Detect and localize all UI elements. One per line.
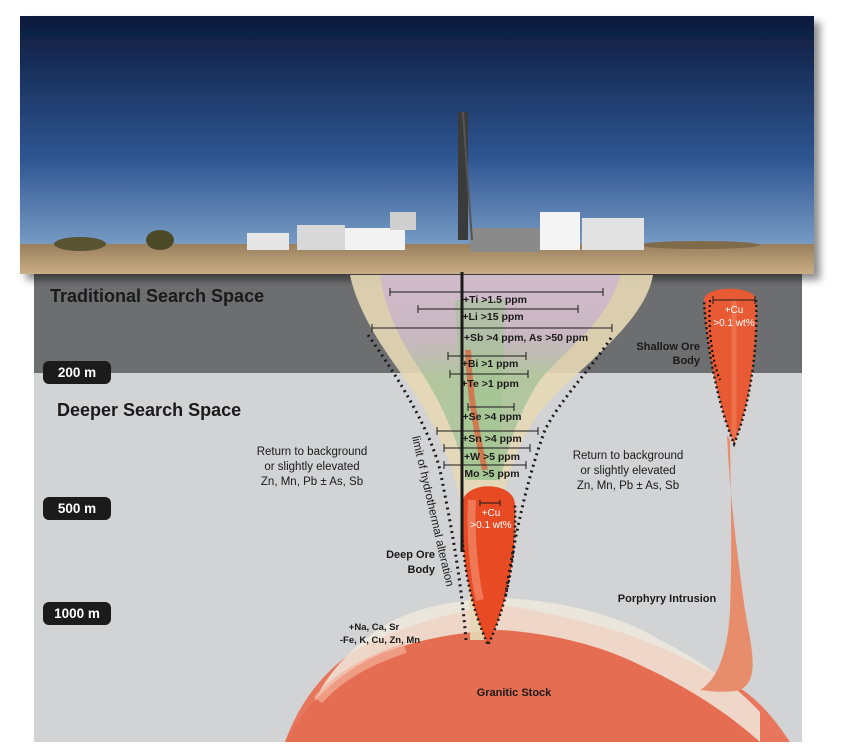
shallow-ore-body xyxy=(704,288,757,444)
anomaly-te: +Te >1 ppm xyxy=(461,378,519,390)
drill-rig-photo xyxy=(20,16,814,274)
anomaly-sb-as: +Sb >4 ppm, As >50 ppm xyxy=(464,332,588,344)
deeper-search-space: Deeper Search Space xyxy=(57,400,241,420)
bg-right-1: Return to background xyxy=(573,450,684,462)
anomaly-ti: +Ti >1.5 ppm xyxy=(463,294,527,306)
anomaly-mo: Mo >5 ppm xyxy=(464,468,519,480)
shallow-ore-label-1: Shallow Ore xyxy=(636,341,700,353)
deep-cu-label: +Cu xyxy=(482,508,501,519)
depth-tag-200: 200 m xyxy=(43,361,111,384)
halo-loss: -Fe, K, Cu, Zn, Mn xyxy=(340,635,420,646)
shallow-ore-label-2: Body xyxy=(673,355,701,367)
porphyry-intrusion xyxy=(700,435,753,692)
stock-core xyxy=(285,630,760,742)
stock-label: Granitic Stock xyxy=(477,687,552,699)
stock-edge xyxy=(314,643,407,704)
anomaly-bars xyxy=(371,288,756,506)
depth-tag-1000: 1000 m xyxy=(43,602,111,625)
bg-left-1: Return to background xyxy=(257,446,368,458)
porphyry-label: Porphyry Intrusion xyxy=(618,593,717,605)
halo-gain: +Na, Ca, Sr xyxy=(349,622,400,633)
anomaly-w: +W >5 ppm xyxy=(464,451,520,463)
anomaly-se: +Se >4 ppm xyxy=(463,411,522,423)
shallow-cu-grade: >0.1 wt% xyxy=(713,318,755,329)
svg-text:200 m: 200 m xyxy=(58,365,96,380)
shallow-cu-label: +Cu xyxy=(725,305,744,316)
bg-right-2: or slightly elevated xyxy=(580,465,675,477)
bg-right-3: Zn, Mn, Pb ± As, Sb xyxy=(577,480,679,492)
anomaly-li: +Li >15 ppm xyxy=(462,311,523,323)
anomaly-bi: +Bi >1 ppm xyxy=(462,358,519,370)
svg-text:500 m: 500 m xyxy=(58,501,96,516)
depth-tag-500: 500 m xyxy=(43,497,111,520)
deep-cu-grade: >0.1 wt% xyxy=(470,520,512,531)
deep-ore-label-1: Deep Ore xyxy=(386,549,435,561)
svg-text:1000 m: 1000 m xyxy=(54,606,100,621)
deep-ore-label-2: Body xyxy=(408,564,436,576)
traditional-search-space: Traditional Search Space xyxy=(50,286,264,306)
bg-left-3: Zn, Mn, Pb ± As, Sb xyxy=(261,476,363,488)
bg-left-2: or slightly elevated xyxy=(264,461,359,473)
anomaly-sn: +Sn >4 ppm xyxy=(462,433,522,445)
